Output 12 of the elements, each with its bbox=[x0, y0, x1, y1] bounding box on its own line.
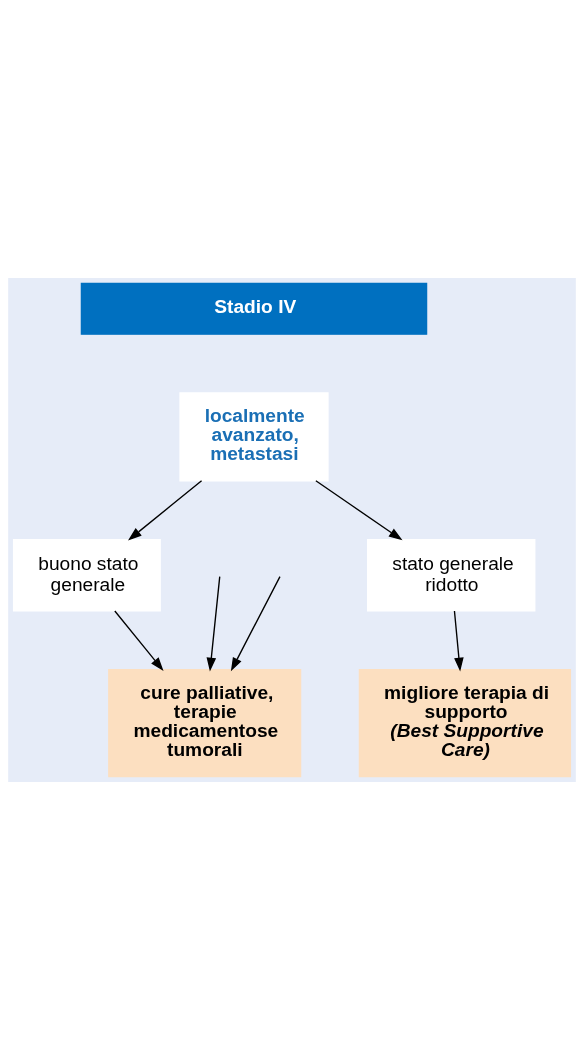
arrow bbox=[315, 479, 403, 540]
node-box: buono stato generale bbox=[12, 538, 161, 611]
node-box: localmente avanzato, metastasi bbox=[179, 391, 329, 481]
node-box: cure palliative, terapie medicamentose tumorali bbox=[108, 668, 302, 777]
arrow bbox=[230, 575, 281, 671]
arrow bbox=[206, 575, 221, 671]
arrow bbox=[128, 479, 203, 540]
node-box: migliore terapia di supporto (Best Supportive Care) bbox=[358, 668, 572, 777]
arrow bbox=[453, 609, 464, 671]
arrow bbox=[114, 609, 164, 671]
node-box: Stadio IV bbox=[80, 282, 428, 335]
node-box: stato generale ridotto bbox=[367, 538, 536, 611]
